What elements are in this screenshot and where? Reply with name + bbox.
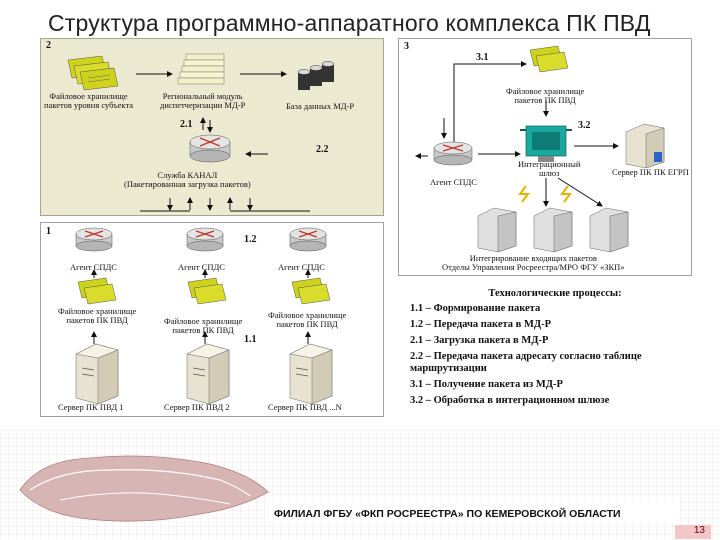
footer-org-name: ФИЛИАЛ ФГБУ «ФКП РОСРЕЕСТРА» ПО КЕМЕРОВС… xyxy=(274,508,621,520)
server-icon-1 xyxy=(75,343,119,405)
file-store-subject-label: Файловое хранилище пакетов уровня субъек… xyxy=(44,91,134,110)
egrp-server-label: Сервер ПК ПК ЕГРП xyxy=(612,167,689,177)
footer-background xyxy=(0,430,720,540)
documents-icon-3-1 xyxy=(529,45,569,73)
documents-icon-2 xyxy=(187,277,227,305)
map-logo-icon xyxy=(19,455,269,522)
legend-item: 2.1 – Загрузка пакета в МД-Р xyxy=(410,335,549,347)
dept-server-icon-2 xyxy=(533,207,573,253)
dept-server-icon-1 xyxy=(477,207,517,253)
store-label-1: Файловое хранилище пакетов ПК ПВД xyxy=(58,306,137,325)
step-1-1: 1.1 xyxy=(244,334,257,345)
paper-stack-icon xyxy=(177,53,225,85)
db-label: База данных МД-Р xyxy=(286,101,355,111)
gateway-label: Интеграционный шлюз xyxy=(518,159,581,178)
agent-label-3-1: Агент СПДС xyxy=(430,177,477,187)
legend-item: 2.2 – Передача пакета адресату согласно … xyxy=(410,351,642,375)
legend-item: 1.1 – Формирование пакета xyxy=(410,303,541,314)
store-label-2: Файловое хранилище пакетов ПК ПВД xyxy=(164,316,243,335)
server-icon-2 xyxy=(186,343,230,405)
kanal-label: Служба КАНАЛ (Пакетированная загрузка па… xyxy=(124,170,251,189)
arrow-to-dept-3 xyxy=(557,177,603,207)
agent-router-icon xyxy=(433,141,473,166)
step-2-2: 2.2 xyxy=(316,144,329,155)
panel-1-drawing xyxy=(75,227,333,405)
step-3-1: 3.1 xyxy=(476,52,489,63)
router-icon-3 xyxy=(289,227,327,252)
documents-icon-3 xyxy=(291,277,331,305)
integration-label: Интегрирование входящих пакетов Отделы У… xyxy=(442,253,625,272)
store-label-3: Файловое хранилище пакетов ПК ПВД xyxy=(268,310,347,329)
legend-heading: Технологические процессы: xyxy=(488,288,622,299)
documents-icon-1 xyxy=(77,277,117,305)
egrp-server-icon xyxy=(625,123,665,169)
legend-item: 1.2 – Передача пакета в МД-Р xyxy=(410,319,552,331)
router-icon-2 xyxy=(186,227,224,252)
store-label-3-1: Файловое хранилище пакетов ПК ПВД xyxy=(506,86,585,105)
legend-item: 3.2 – Обработка в интеграционном шлюзе xyxy=(410,395,610,407)
database-icon xyxy=(297,61,335,90)
legend-item: 3.1 – Получение пакета из МД-Р xyxy=(410,379,563,391)
lightning-icon-2 xyxy=(560,185,572,203)
server-label-1: Сервер ПК ПВД 1 xyxy=(58,402,124,412)
panel-2-number: 2 xyxy=(46,40,51,51)
server-label-2: Сервер ПК ПВД 2 xyxy=(164,402,230,412)
process-legend: Технологические процессы: 1.1 – Формиров… xyxy=(410,288,700,411)
dept-server-icon-3 xyxy=(589,207,629,253)
panel-1-number: 1 xyxy=(46,226,51,237)
slide-title: Структура программно-аппаратного комплек… xyxy=(48,10,651,36)
region-module-label: Региональный модуль диспетчеризации МД-Р xyxy=(160,91,246,110)
agent-label-1: Агент СПДС xyxy=(70,262,117,272)
page-number: 13 xyxy=(675,525,711,539)
documents-icon xyxy=(67,55,119,91)
lightning-icon-1 xyxy=(518,185,530,203)
step-1-2: 1.2 xyxy=(244,234,257,245)
server-icon-3 xyxy=(289,343,333,405)
agent-label-2: Агент СПДС xyxy=(178,262,225,272)
panel-2-drawing xyxy=(67,53,335,212)
panel-3-drawing xyxy=(415,45,665,253)
router-icon-1 xyxy=(75,227,113,252)
connector-3-1 xyxy=(453,63,518,142)
server-label-3: Сервер ПК ПВД ...N xyxy=(268,402,342,412)
panel-3-number: 3 xyxy=(404,41,409,52)
gateway-icon xyxy=(520,125,572,162)
agent-label-3: Агент СПДС xyxy=(278,262,325,272)
step-3-2: 3.2 xyxy=(578,120,591,131)
step-2-1: 2.1 xyxy=(180,119,193,130)
kanal-router-icon xyxy=(189,134,231,163)
